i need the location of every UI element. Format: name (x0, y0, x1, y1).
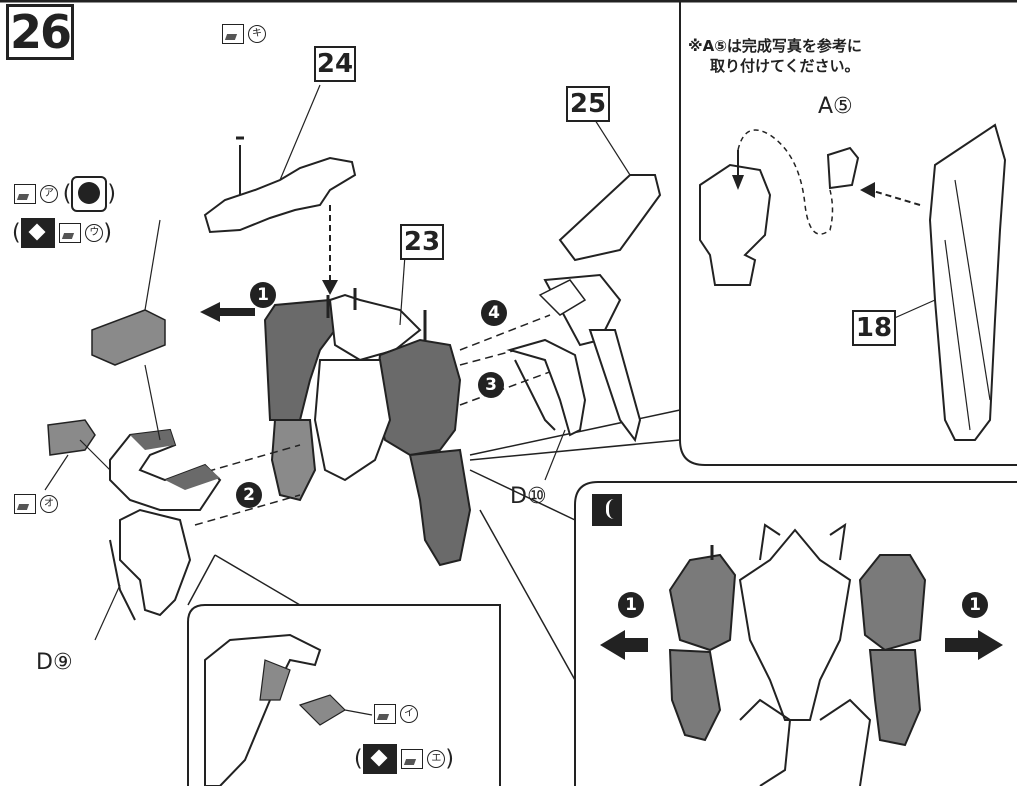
seal-code: キ (248, 25, 266, 43)
seal-tag-left-top: ア () (14, 176, 116, 212)
seal-icon (59, 223, 82, 243)
part-number-24: 24 (314, 46, 356, 82)
assembly-note: ※A⑤は完成写真を参考に 取り付けてください。 (688, 36, 862, 76)
seal-tag-inset-b: ( エ) (354, 744, 454, 774)
seal-icon (14, 184, 36, 204)
marking-circle-icon (71, 176, 108, 212)
diamond-marking-icon (362, 744, 397, 774)
seal-code: イ (400, 705, 418, 723)
step-marker-1-right: 1 (962, 592, 988, 618)
bracket-open: ( (62, 181, 72, 207)
seal-code: ア (40, 185, 58, 203)
note-line-1: ※A⑤は完成写真を参考に (688, 37, 862, 55)
bracket-open: ( (12, 220, 21, 246)
step-marker-1: 1 (250, 282, 276, 308)
diamond-marking-icon (20, 218, 55, 248)
bracket-close: ) (107, 181, 116, 207)
seal-tag-top: キ (222, 24, 266, 44)
step-marker-3: 3 (478, 372, 504, 398)
seal-code: エ (427, 750, 446, 768)
bracket-close: ) (103, 220, 112, 246)
bracket-close: ) (445, 746, 454, 772)
part-number-25: 25 (566, 86, 610, 122)
step-marker-2: 2 (236, 482, 262, 508)
seal-code: ウ (85, 224, 104, 242)
seal-icon (222, 24, 244, 44)
step-marker-1-left: 1 (618, 592, 644, 618)
seal-tag-inset-a: イ (374, 704, 418, 724)
part-number-18: 18 (852, 310, 896, 346)
note-line-2: 取り付けてください。 (710, 57, 860, 75)
seal-icon (14, 494, 36, 514)
seal-icon (401, 749, 424, 769)
label-d10: D⑩ (510, 484, 547, 509)
label-d9: D⑨ (36, 650, 73, 675)
seal-code: オ (40, 495, 58, 513)
part-number-23: 23 (400, 224, 444, 260)
step-number: 26 (6, 4, 74, 60)
seal-tag-left-second: ( ウ) (12, 218, 112, 248)
seal-tag-left-bottom: オ (14, 494, 58, 514)
seal-icon (374, 704, 396, 724)
step-marker-4: 4 (481, 300, 507, 326)
figure-pose-icon (592, 494, 622, 526)
label-a5: A⑤ (818, 94, 853, 119)
bracket-open: ( (354, 746, 363, 772)
